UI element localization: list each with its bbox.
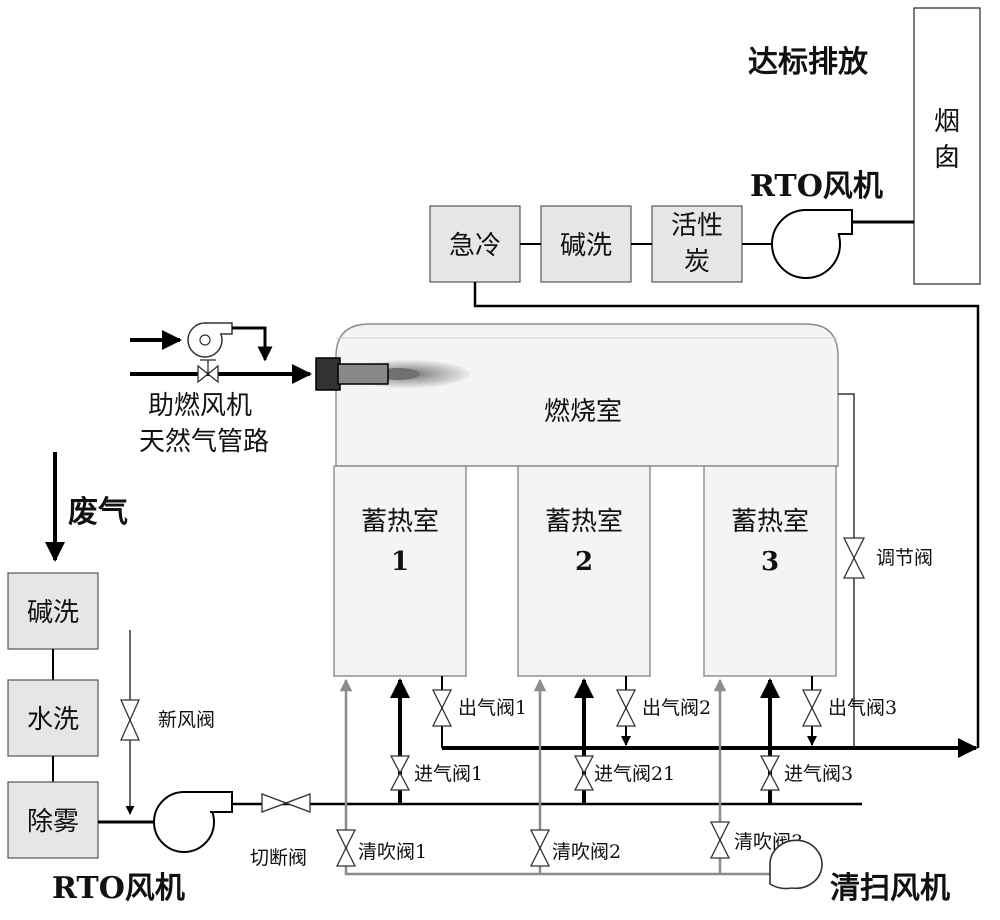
- activated-carbon-box: [651, 205, 743, 283]
- purge-valve-2-icon: [529, 829, 551, 867]
- outlet-valve-2-icon: [615, 689, 637, 727]
- shutoff-valve-label: 切断阀: [250, 847, 307, 869]
- regen-chamber-3-label: 蓄热室: [731, 507, 809, 537]
- regen-chamber-2-num: 2: [575, 547, 593, 577]
- regen-chamber-1: [333, 465, 467, 677]
- water-wash-label: 水洗: [27, 705, 79, 735]
- waste-gas-label: 废气: [68, 495, 128, 530]
- outlet-valve-1-label: 出气阀1: [458, 697, 527, 719]
- outlet-valve-3-icon: [801, 689, 823, 727]
- regen-chamber-3: [703, 465, 837, 677]
- water-wash-box: [7, 679, 99, 757]
- combustion-fan-icon: [187, 322, 233, 358]
- purge-fan-icon: [769, 839, 823, 890]
- regulating-valve-icon: [842, 537, 866, 579]
- regen-chamber-2-label: 蓄热室: [545, 507, 623, 537]
- purge-valve-2-label: 清吹阀2: [552, 841, 621, 863]
- activated-carbon-label-2: 炭: [684, 247, 710, 277]
- combustion-chamber-label: 燃烧室: [544, 397, 622, 427]
- fresh-air-valve-icon: [119, 699, 141, 741]
- inlet-valve-3-icon: [759, 755, 781, 791]
- outlet-valve-1-icon: [431, 689, 453, 727]
- alkali-wash-left-label: 碱洗: [27, 598, 79, 628]
- combustion-fan-label: 助燃风机: [148, 391, 252, 421]
- outlet-valve-3-label: 出气阀3: [828, 697, 897, 719]
- rto-fan-bottom-icon: [153, 791, 233, 853]
- inlet-valve-1-label: 进气阀1: [414, 763, 483, 785]
- purge-fan-label: 清扫风机: [830, 871, 950, 906]
- purge-valve-1-icon: [335, 829, 357, 867]
- fresh-air-valve-label: 新风阀: [158, 709, 215, 731]
- chimney: [913, 7, 981, 285]
- regen-chamber-3-num: 3: [761, 547, 779, 577]
- chimney-label-2: 囱: [934, 143, 960, 173]
- gas-pipeline-label: 天然气管路: [139, 427, 269, 457]
- regen-chamber-2: [517, 465, 651, 677]
- rto-fan-top-icon: [771, 209, 853, 279]
- quench-label: 急冷: [449, 231, 501, 261]
- purge-valve-3-icon: [709, 821, 731, 859]
- activated-carbon-label-1: 活性: [671, 211, 723, 241]
- rto-fan-top-label: RTO风机: [750, 169, 883, 204]
- inlet-valve-2-icon: [573, 755, 595, 791]
- purge-valve-1-label: 清吹阀1: [358, 841, 427, 863]
- alkali-wash-top-label: 碱洗: [560, 231, 612, 261]
- regulating-valve-label: 调节阀: [876, 547, 933, 569]
- regen-chamber-1-num: 1: [391, 547, 409, 577]
- demist-box: [7, 781, 99, 859]
- inlet-valve-3-label: 进气阀3: [784, 763, 853, 785]
- chimney-label-1: 烟: [934, 107, 960, 137]
- burner: [315, 357, 341, 391]
- inlet-valve-2-label: 进气阀21: [594, 763, 675, 785]
- regen-chamber-1-label: 蓄热室: [361, 507, 439, 537]
- gas-valve-icon: [197, 359, 219, 384]
- alkali-wash-top-box: [540, 205, 632, 283]
- rto-fan-bottom-label: RTO风机: [52, 871, 185, 906]
- quench-box: [429, 205, 521, 283]
- emission-label: 达标排放: [748, 45, 869, 80]
- demist-label: 除雾: [27, 807, 79, 837]
- combustion-chamber: [335, 323, 839, 467]
- outlet-valve-2-label: 出气阀2: [642, 697, 711, 719]
- shutoff-valve-icon: [261, 793, 311, 813]
- inlet-valve-1-icon: [389, 755, 411, 791]
- alkali-wash-left-box: [7, 572, 99, 650]
